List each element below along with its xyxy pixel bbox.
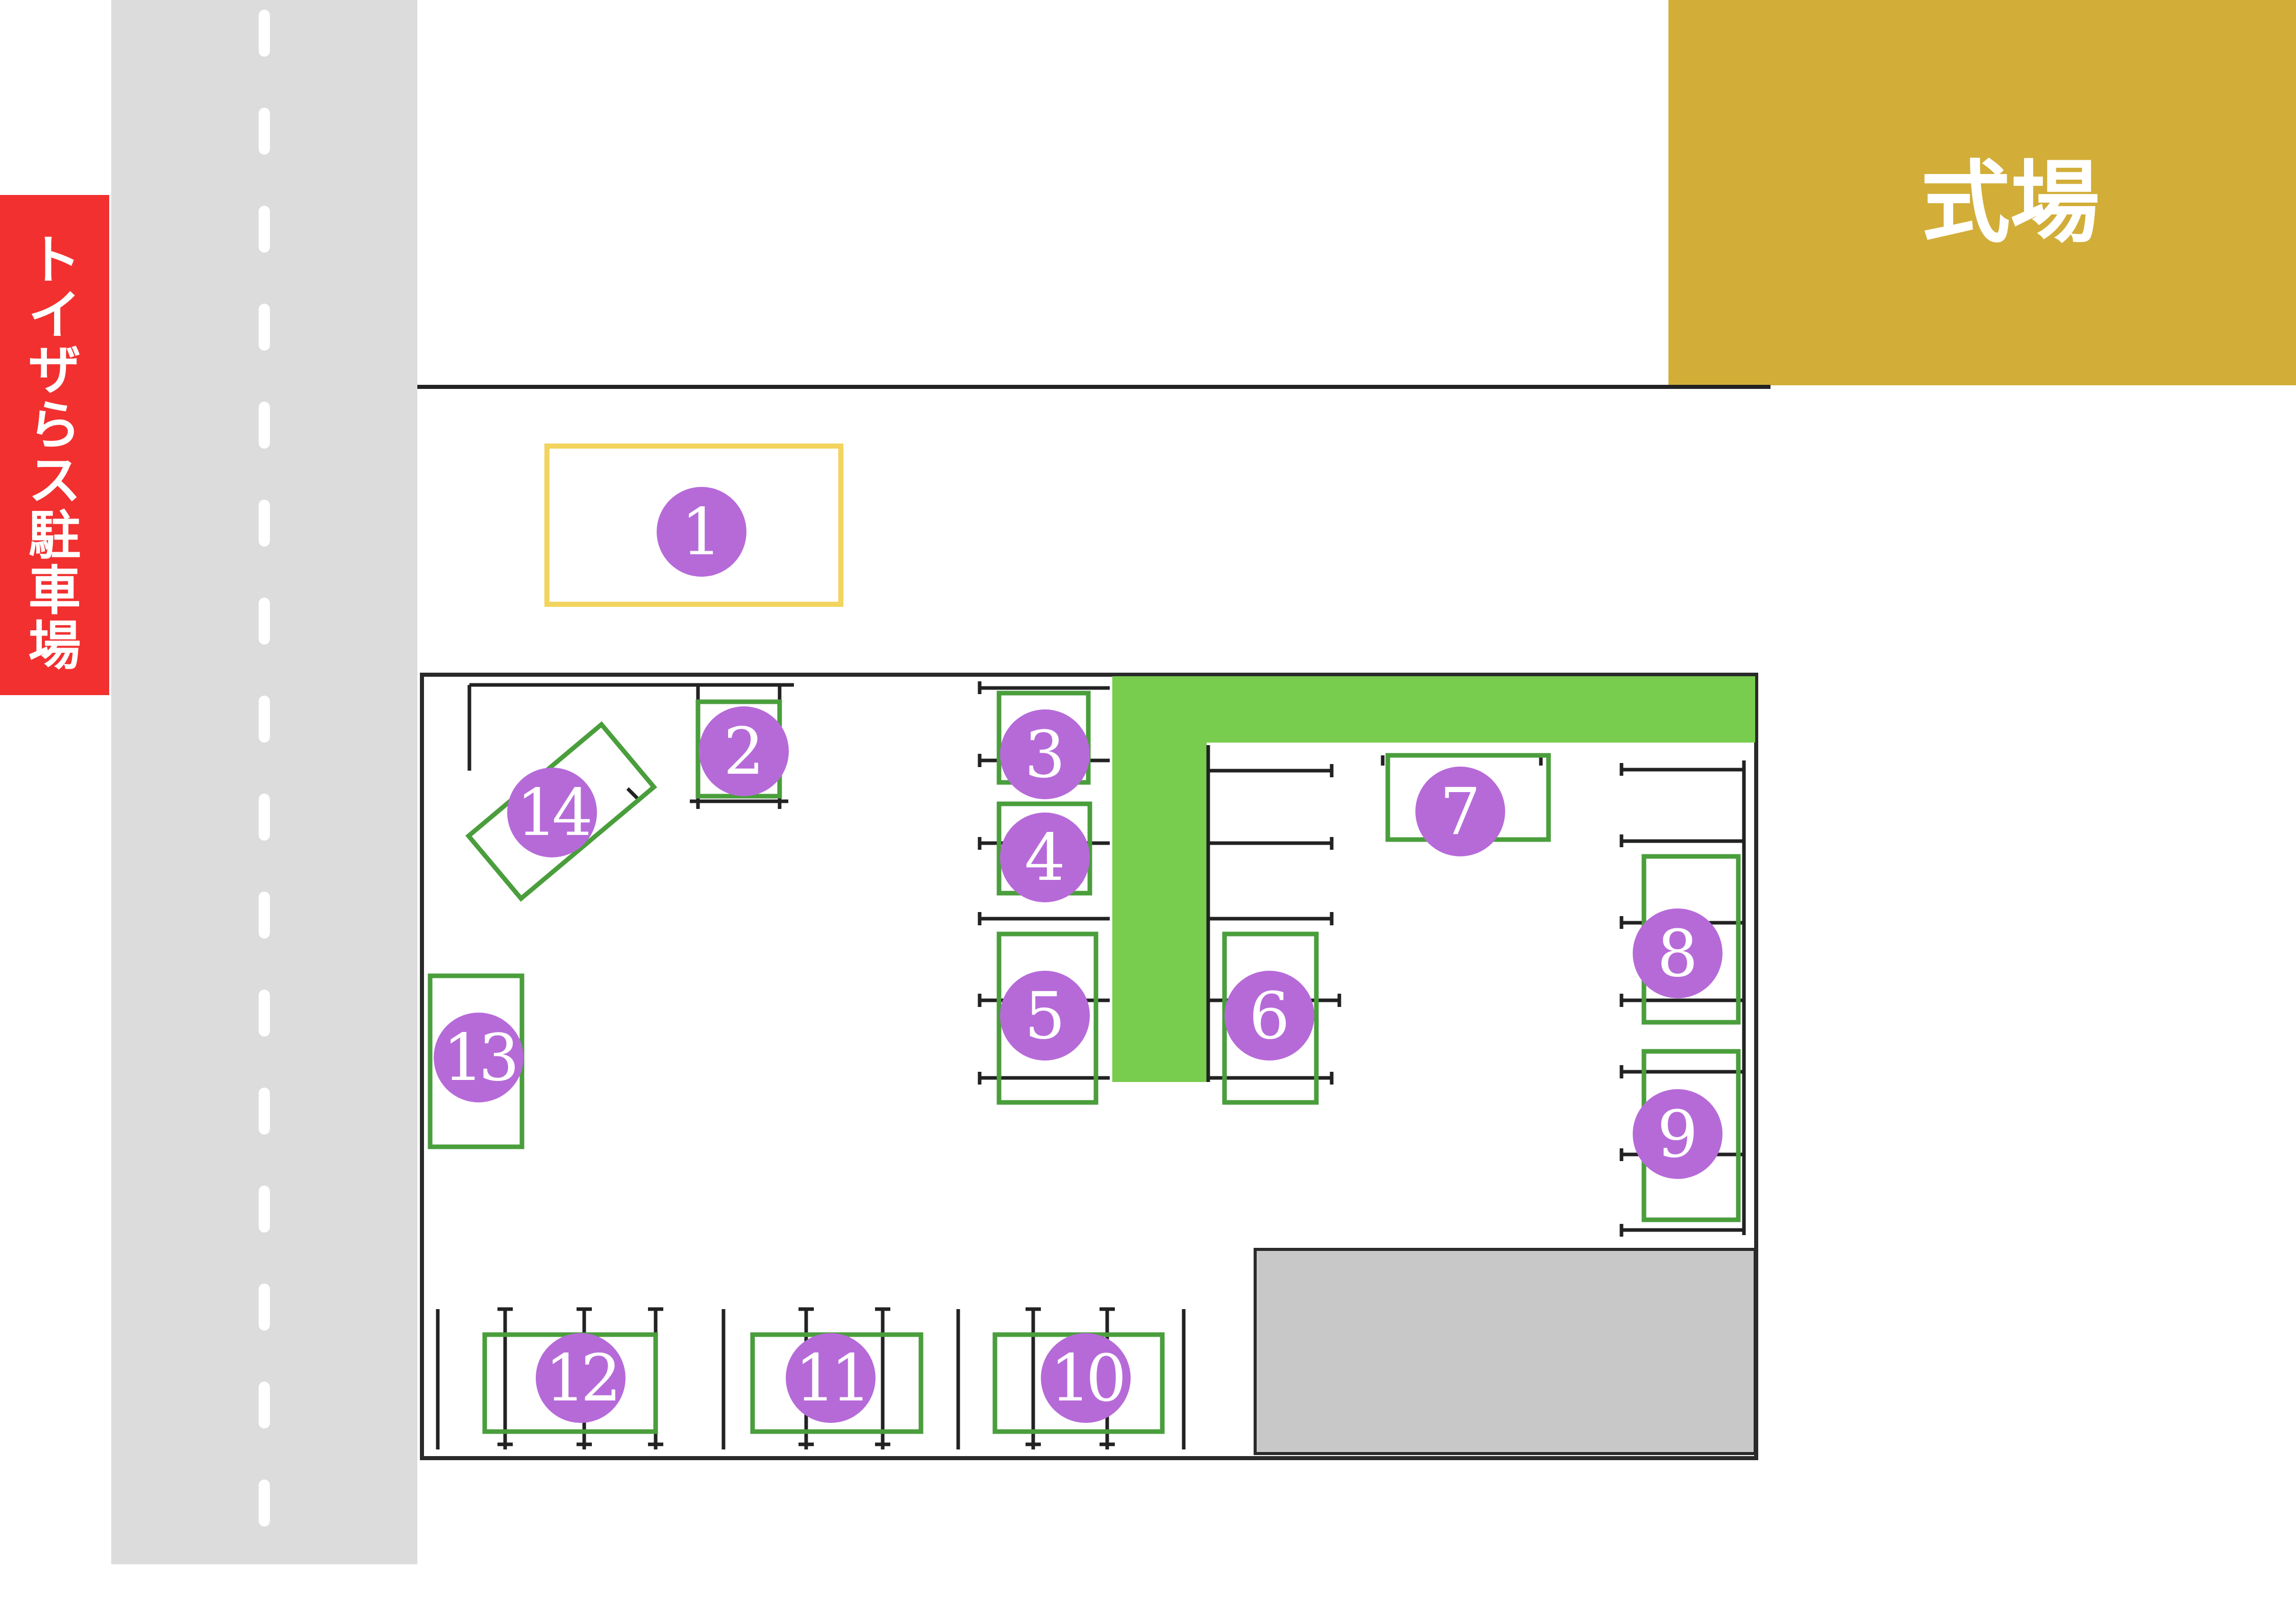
marker-circle (786, 1333, 876, 1423)
parking-lot-sign: トイザらス駐車場 (0, 195, 109, 695)
spot-marker-7: 7 (1415, 767, 1505, 856)
marker-number: 12 (545, 1341, 616, 1416)
spot-marker-12: 12 (536, 1333, 626, 1423)
marker-number: 2 (723, 714, 764, 789)
spot-marker-14: 14 (507, 768, 597, 857)
marker-circle (1000, 971, 1090, 1061)
marker-circle (1041, 1333, 1131, 1423)
spot-marker-8: 8 (1633, 908, 1723, 998)
spot-marker-10: 10 (1041, 1333, 1131, 1423)
marker-number: 7 (1440, 774, 1481, 849)
marker-number: 9 (1657, 1097, 1698, 1172)
marker-circle (1000, 709, 1090, 799)
spot-6-outline (1222, 931, 1319, 1105)
marker-number: 5 (1025, 978, 1065, 1053)
spot-marker-6: 6 (1225, 971, 1314, 1061)
marker-number: 14 (516, 775, 590, 850)
marker-circle (536, 1333, 626, 1423)
spot-marker-3: 3 (1000, 709, 1090, 799)
marker-circle (657, 487, 746, 577)
spot-marker-4: 4 (1000, 813, 1090, 902)
marker-circle (1415, 767, 1505, 856)
marker-number: 4 (1025, 820, 1065, 895)
marker-circle (1000, 813, 1090, 902)
marker-circle (434, 1013, 523, 1102)
spot-marker-13: 13 (434, 1013, 523, 1102)
marker-circle (1225, 971, 1314, 1061)
marker-number: 8 (1657, 916, 1698, 991)
building (1254, 1248, 1757, 1455)
spot-5-outline (996, 931, 1099, 1105)
spot-marker-5: 5 (1000, 971, 1090, 1061)
spot-marker-11: 11 (786, 1333, 876, 1423)
marker-number: 1 (681, 495, 722, 570)
marker-circle (1633, 1089, 1723, 1179)
parking-lot-label: トイザらス駐車場 (29, 230, 81, 677)
green-strip (1112, 676, 1755, 1082)
spot-marker-2: 2 (699, 706, 789, 796)
marker-number: 13 (443, 1020, 515, 1095)
spot-marker-1: 1 (657, 487, 746, 577)
marker-number: 3 (1025, 717, 1065, 792)
marker-circle (699, 706, 789, 796)
venue-label: 式場 (1921, 152, 2100, 255)
marker-circle (1633, 908, 1723, 998)
marker-number: 11 (795, 1341, 866, 1416)
road (111, 0, 417, 1564)
venue-block: 式場 (1668, 0, 2296, 385)
entrance-zone (544, 444, 843, 607)
marker-number: 6 (1249, 978, 1290, 1053)
spot-marker-9: 9 (1633, 1089, 1723, 1179)
marker-circle (507, 768, 597, 857)
marker-number: 10 (1050, 1341, 1122, 1416)
